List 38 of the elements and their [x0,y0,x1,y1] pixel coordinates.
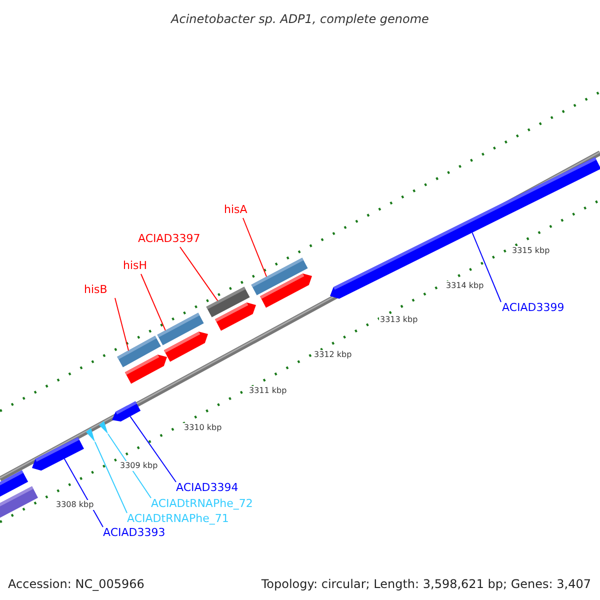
position-label: 3311 kbp [248,386,288,396]
leader-line [94,442,128,514]
footer-text: Topology: circular; Length: 3,598,621 bp; Genes: 3,407 [261,576,591,593]
position-label: 3308 kbp [55,500,95,510]
leader-line [114,298,129,351]
trna-triangle [99,421,108,434]
diagram-title: Acinetobacter sp. ADP1, complete genome [170,11,430,28]
gene-bar [215,302,256,331]
leader-line [130,416,176,482]
leader-line [242,218,267,278]
gene-label: ACIAD3393 [103,526,166,539]
gene-bar [112,401,141,422]
leader-line [64,458,104,528]
position-label: 3313 kbp [379,315,419,325]
gene-label: ACIAD3399 [502,301,564,314]
footer-text: Accession: NC_005966 [8,576,144,593]
gene-bar [0,486,38,519]
leader-line [472,232,502,302]
gene-bar [164,332,208,362]
gene-label: ACIAD3397 [138,232,200,245]
leader-line [180,246,218,302]
position-label: 3315 kbp [511,246,551,256]
gene-label: hisH [123,259,148,272]
leader-line [108,434,152,498]
gene-bar [260,274,312,308]
gene-label: hisA [224,203,248,216]
gene-label: hisB [84,283,108,296]
trna-triangle [86,428,95,442]
gene-bar [124,354,167,384]
position-label: 3310 kbp [183,423,223,433]
position-label: 3312 kbp [313,350,353,360]
gene-bar [32,437,84,471]
leader-line [140,274,166,331]
gene-label: ACIADtRNAPhe_71 [127,512,229,525]
gene-label: ACIAD3394 [176,481,238,494]
position-label: 3309 kbp [119,461,159,471]
position-label: 3314 kbp [445,281,485,291]
gene-label: ACIADtRNAPhe_72 [151,497,253,510]
